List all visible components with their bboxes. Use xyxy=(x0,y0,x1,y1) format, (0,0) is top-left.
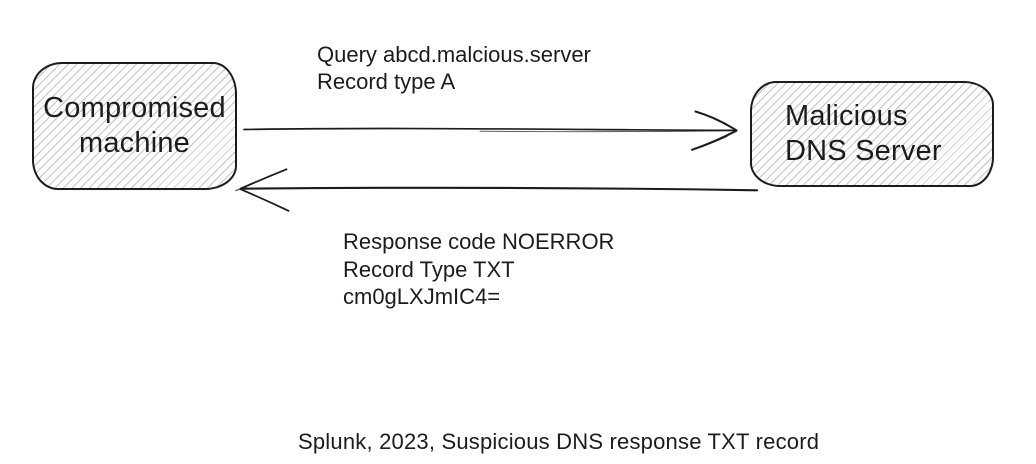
query-arrow-icon xyxy=(243,110,738,151)
message-line: Query abcd.malcious.server xyxy=(317,42,591,67)
node-label-line: Compromised xyxy=(43,92,226,124)
node-compromised-machine: Compromised machine xyxy=(32,62,237,190)
message-line: Record Type TXT xyxy=(343,256,515,282)
node-label-line: Malicious xyxy=(785,100,908,132)
node-malicious-dns-server: Malicious DNS Server xyxy=(750,81,994,187)
response-arrow-icon xyxy=(235,168,759,212)
message-line: Record type A xyxy=(317,69,456,94)
node-label-line: DNS Server xyxy=(785,135,942,167)
message-line: cm0gLXJmIC4= xyxy=(343,284,501,309)
response-message-label: Response code NOERROR Record Type TXT cm… xyxy=(343,228,614,311)
source-caption: Splunk, 2023, Suspicious DNS response TX… xyxy=(298,429,820,454)
node-label-line: machine xyxy=(78,127,190,159)
message-line: Response code NOERROR xyxy=(343,229,615,254)
query-message-label: Query abcd.malcious.server Record type A xyxy=(317,41,591,95)
